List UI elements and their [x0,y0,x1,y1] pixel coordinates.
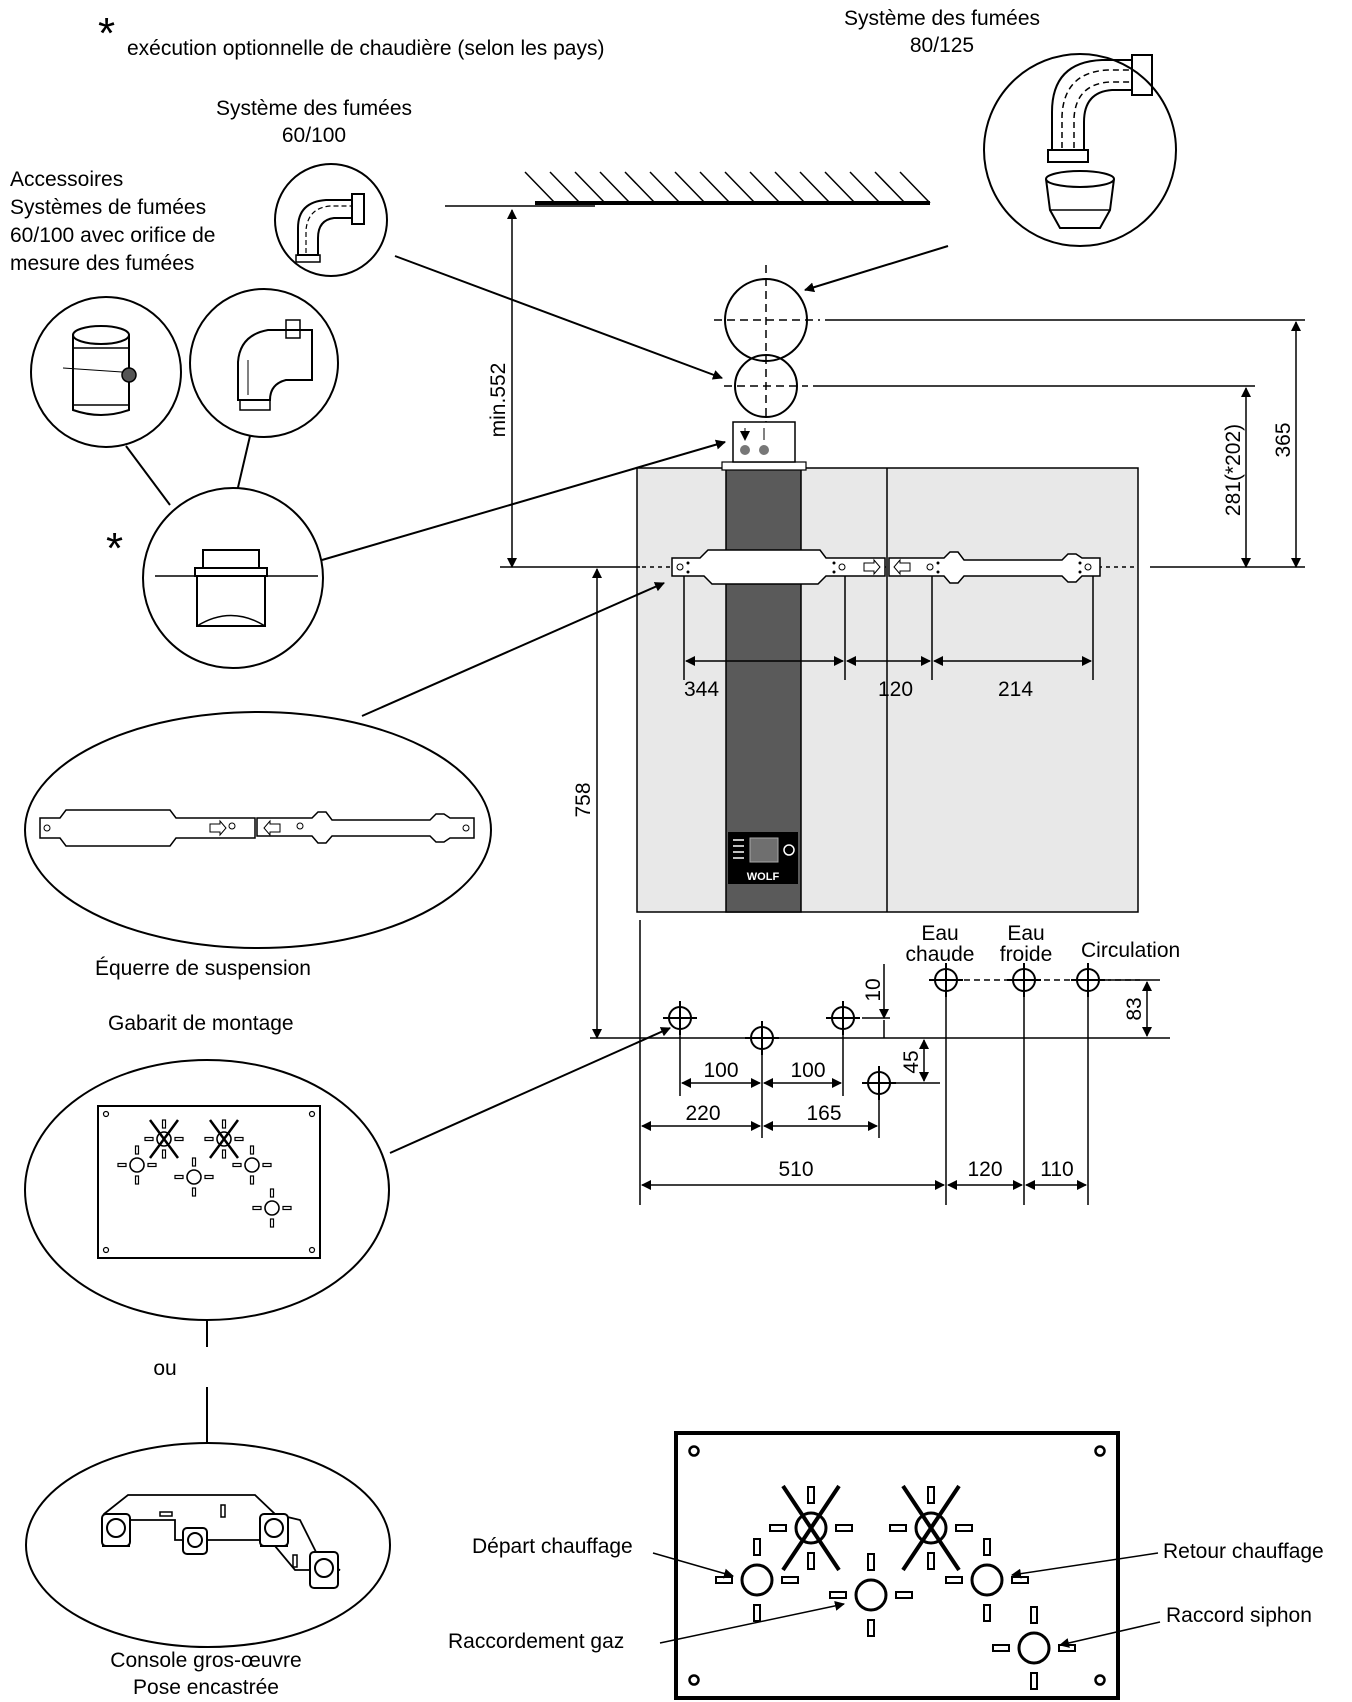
plan-extension-lines [679,979,1160,1205]
retour-pointer [1011,1552,1159,1579]
ceiling [445,171,931,207]
hot-water-line1: Eau [921,922,958,945]
console-line1: Console gros-œuvre [110,1649,301,1672]
accessories-line2: Systèmes de fumées [10,196,206,219]
boiler: WOLF [636,421,1139,913]
flue-60-100-size: 60/100 [282,124,346,147]
note-text: exécution optionnelle de chaudière (selo… [127,37,604,60]
accessories-line1: Accessoires [10,168,123,191]
dim-758-label: 758 [572,782,595,817]
cold-water-line1: Eau [1007,922,1044,945]
optional-adapter-bubble [142,487,324,669]
dim-120-bottom: 120 [967,1158,1002,1181]
dim-214: 214 [998,678,1033,701]
dim-510: 510 [778,1158,813,1181]
accessory-link-left [125,445,171,506]
optional-star: * [106,524,123,573]
depart-label: Départ chauffage [472,1535,633,1558]
wolf-logo: WOLF [747,871,780,883]
flue-80-125-pointer [804,245,949,293]
flue-80-125-bubble [983,53,1177,247]
depart-pointer [652,1552,734,1579]
dim-83: 83 [1123,997,1146,1020]
flue-80-125-title: Système des fumées [844,7,1040,30]
suspension-bracket [642,549,1138,585]
dim-220: 220 [685,1102,720,1125]
bracket-bubble [24,711,492,949]
dim-281-label: 281(*202) [1222,424,1245,516]
dim-120-top: 120 [878,678,913,701]
gaz-pointer [659,1600,845,1644]
accessory-elbow-bubble [189,288,339,438]
console-bubble [25,1442,391,1648]
template-label: Gabarit de montage [108,1012,294,1035]
accessory-measurement-bubble [30,296,182,448]
dim-165: 165 [806,1102,841,1125]
dim-100-b: 100 [790,1059,825,1082]
hot-water-line2: chaude [906,943,975,966]
accessory-link-right [235,435,251,497]
retour-label: Retour chauffage [1163,1540,1324,1563]
template-bubble [24,1059,390,1321]
accessories-line4: mesure des fumées [10,252,194,275]
template-pointer [389,1027,671,1154]
dim-110: 110 [1040,1158,1073,1181]
detail-template [674,1431,1120,1700]
flue-60-100-pointer [394,255,723,380]
flue-outlet-60-100 [724,354,808,418]
accessories-line3: 60/100 avec orifice de [10,224,215,247]
note-star: * [98,9,115,58]
circulation-label: Circulation [1081,939,1180,962]
dim-45: 45 [900,1050,923,1073]
flue-60-100-title: Système des fumées [216,97,412,120]
gaz-label: Raccordement gaz [448,1630,624,1653]
flue-60-100-bubble [274,163,388,277]
console-line2: Pose encastrée [133,1676,279,1699]
bracket-pointer [361,582,665,717]
or-label: ou [153,1357,176,1380]
dim-365-label: 365 [1272,422,1295,457]
dim-min-height-label: min.552 [487,363,510,438]
siphon-label: Raccord siphon [1166,1604,1312,1627]
dim-10: 10 [862,978,885,1001]
adapter-pointer [321,439,726,561]
cold-water-line2: froide [1000,943,1053,966]
flue-80-125-size: 80/125 [910,34,974,57]
dim-344: 344 [684,678,719,701]
bracket-label: Équerre de suspension [95,957,311,980]
siphon-pointer [1059,1621,1161,1648]
bracket-dim-lines [683,576,1094,680]
dim-100-a: 100 [703,1059,738,1082]
